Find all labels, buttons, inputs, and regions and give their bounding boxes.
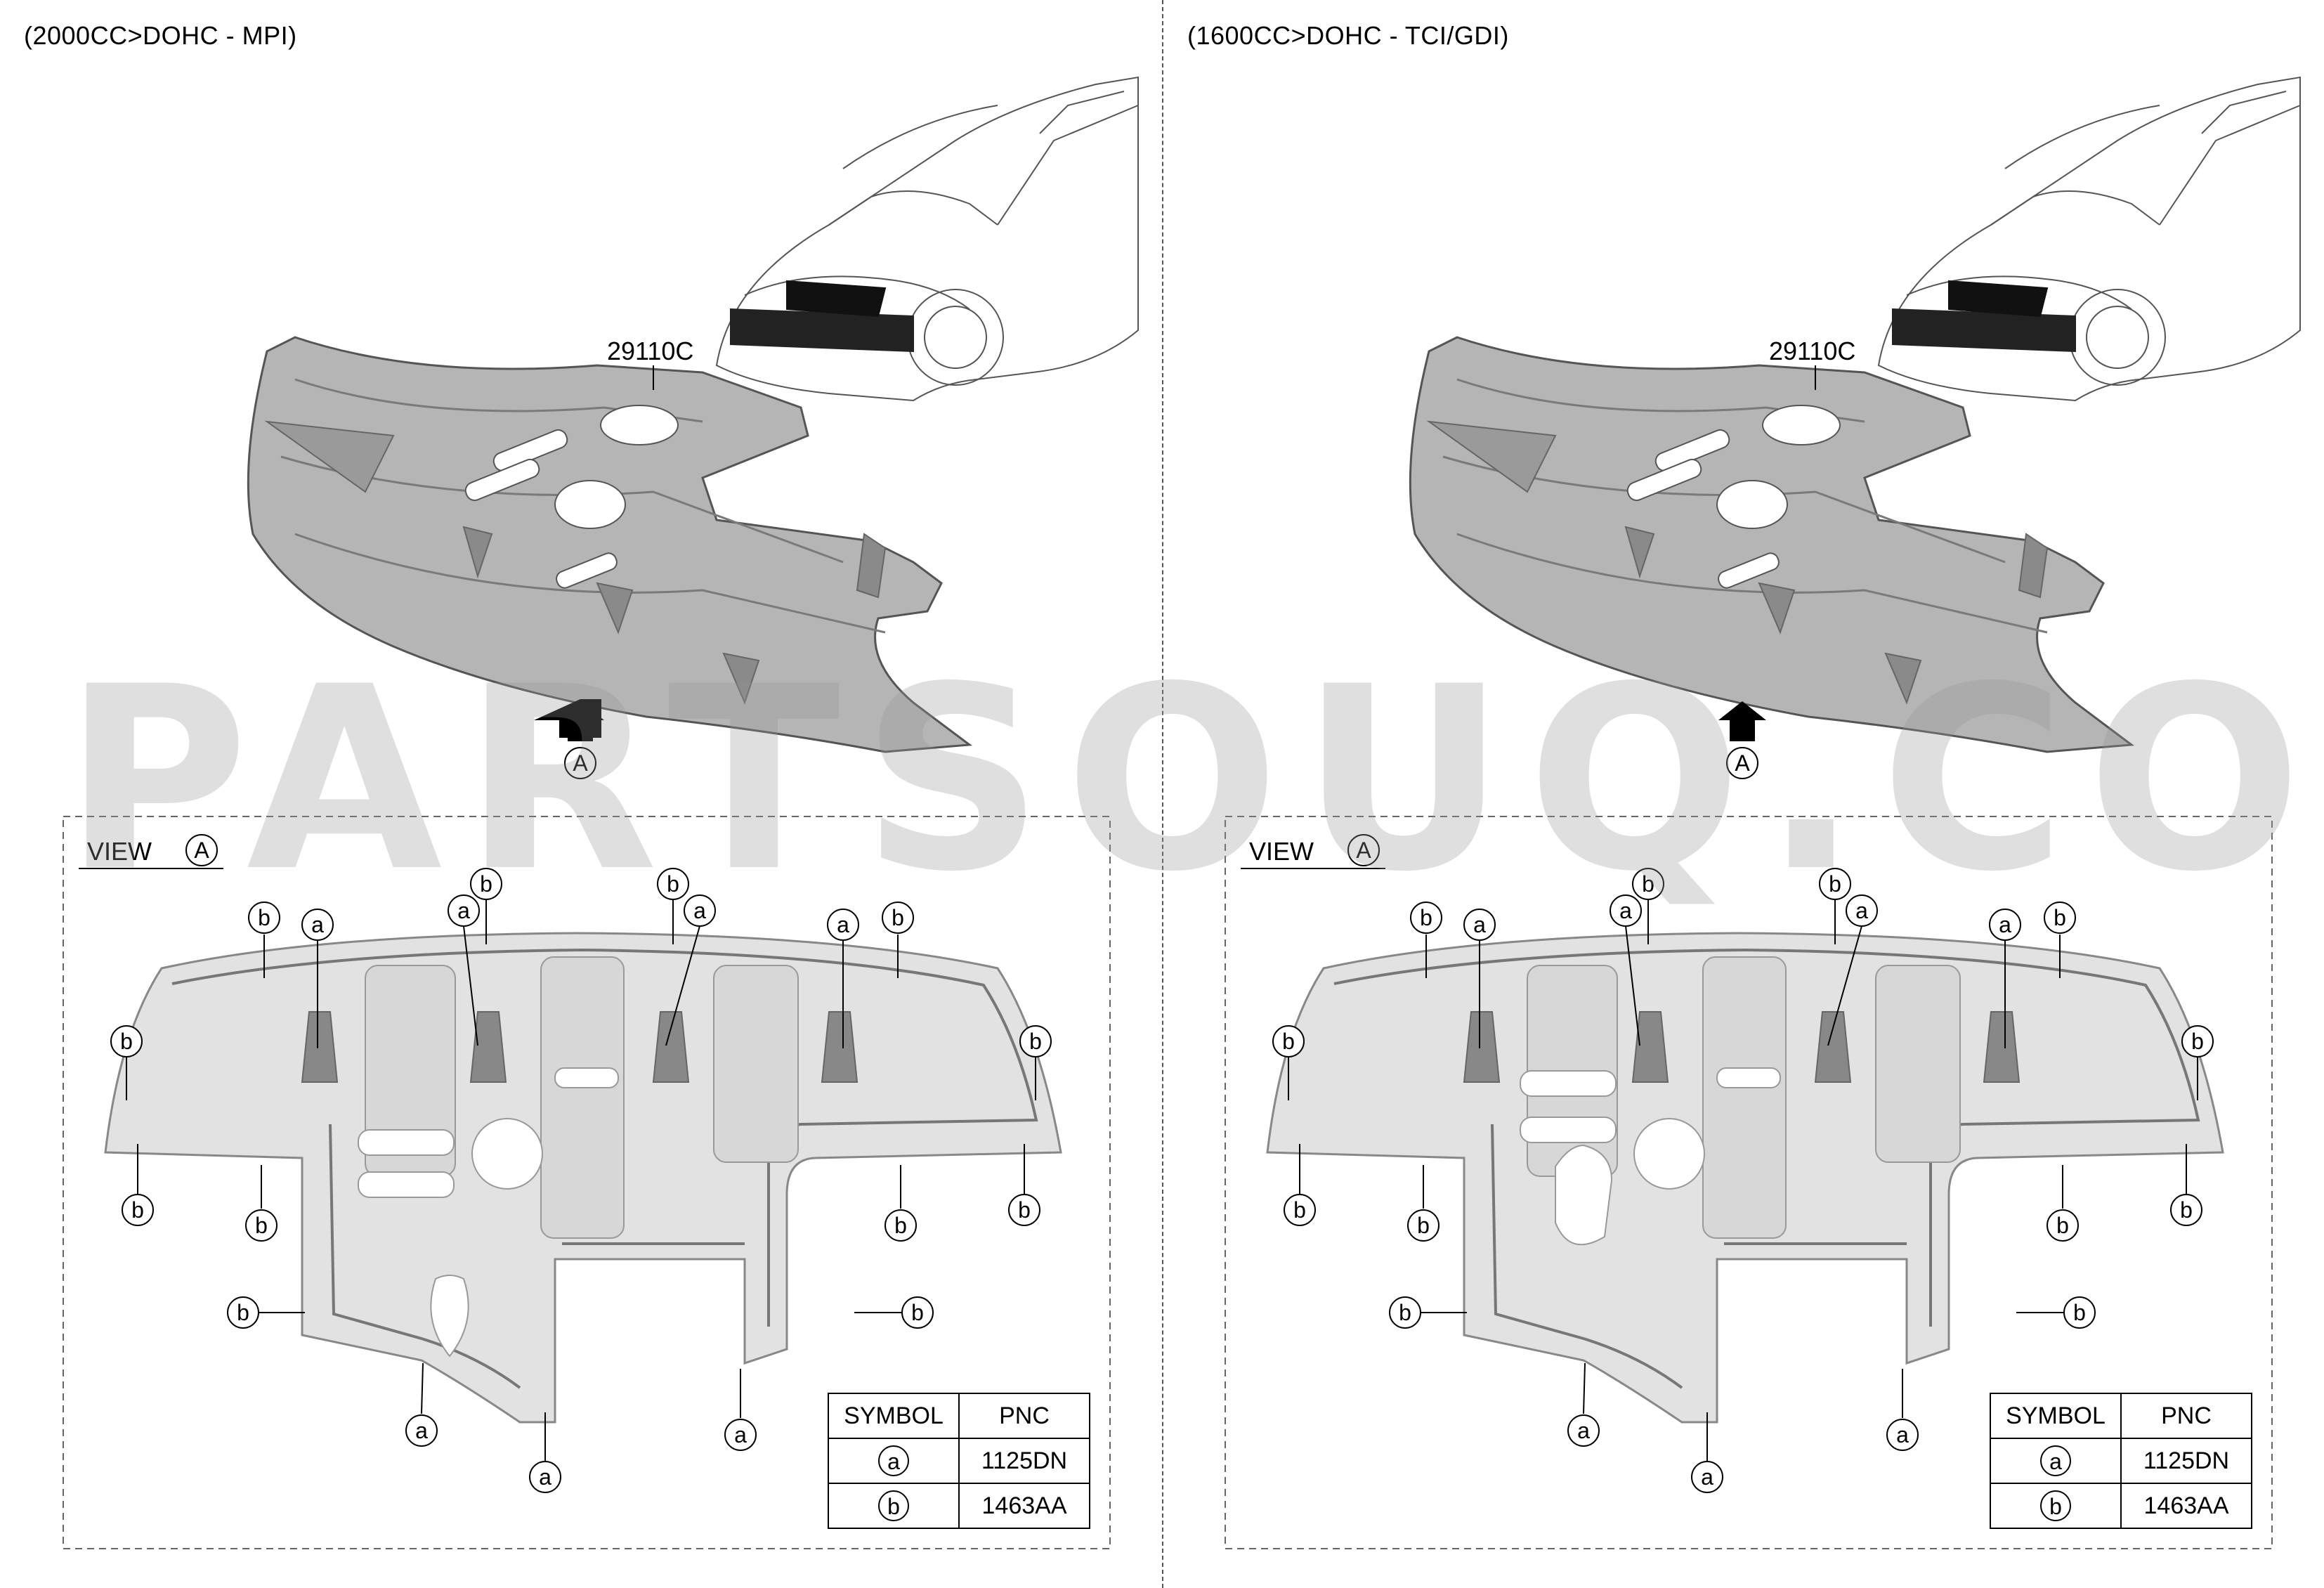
- table-header-row: SYMBOL PNC: [828, 1393, 1090, 1439]
- panel-2000cc: (2000CC>DOHC - MPI): [24, 21, 1139, 1549]
- callout-leaders: [1288, 899, 2198, 1462]
- callout-letters: b a a b b a a b b b b b b b b b a a a: [120, 871, 1042, 1490]
- part-number-label: 29110C: [607, 337, 693, 365]
- svg-text:a: a: [1896, 1422, 1909, 1447]
- svg-text:a: a: [539, 1464, 551, 1490]
- svg-text:b: b: [1642, 871, 1654, 897]
- svg-text:a: a: [837, 912, 849, 937]
- variant-title: (2000CC>DOHC - MPI): [24, 21, 297, 50]
- pnc-value[interactable]: 1463AA: [958, 1483, 1090, 1529]
- symbol-a: a: [2040, 1445, 2071, 1476]
- svg-text:b: b: [1293, 1197, 1306, 1223]
- panel-divider: [1162, 0, 1163, 1588]
- svg-text:a: a: [457, 898, 470, 923]
- symbol-pnc-table: SYMBOL PNC a 1125DN b 1463AA: [828, 1393, 1090, 1529]
- svg-text:b: b: [120, 1029, 133, 1054]
- svg-text:b: b: [1829, 871, 1841, 897]
- table-row: b 1463AA: [828, 1483, 1090, 1529]
- symbol-b: b: [2040, 1490, 2071, 1521]
- svg-text:b: b: [2073, 1300, 2086, 1325]
- undercover-iso: [247, 336, 973, 753]
- variant-title: (1600CC>DOHC - TCI/GDI): [1187, 21, 1509, 50]
- svg-text:b: b: [1417, 1213, 1430, 1238]
- panel-1600cc: (1600CC>DOHC - TCI/GDI): [1162, 0, 2324, 1588]
- header-pnc: PNC: [958, 1393, 1090, 1439]
- undercover-bottom-view: [1266, 932, 2224, 1424]
- svg-text:b: b: [258, 905, 270, 930]
- symbol-a: a: [878, 1445, 909, 1476]
- svg-text:b: b: [237, 1300, 249, 1325]
- svg-text:a: a: [1999, 912, 2011, 937]
- symbol-pnc-table: SYMBOL PNC a 1125DN b 1463AA: [1990, 1393, 2252, 1529]
- table-header-row: SYMBOL PNC: [1990, 1393, 2252, 1439]
- svg-text:b: b: [2180, 1197, 2193, 1223]
- svg-text:b: b: [2054, 905, 2066, 930]
- svg-text:a: a: [415, 1418, 428, 1443]
- svg-text:a: a: [1619, 898, 1632, 923]
- undercover-iso: [1409, 336, 2135, 753]
- header-symbol: SYMBOL: [828, 1393, 960, 1439]
- svg-text:b: b: [667, 871, 679, 897]
- view-symbol: A: [1356, 838, 1371, 863]
- view-arrow-symbol: A: [573, 750, 588, 776]
- svg-text:b: b: [255, 1213, 268, 1238]
- pnc-value[interactable]: 1125DN: [958, 1438, 1090, 1484]
- table-row: a 1125DN: [1990, 1438, 2252, 1484]
- header-pnc: PNC: [2120, 1393, 2252, 1439]
- svg-text:b: b: [1420, 905, 1432, 930]
- part-number-label: 29110C: [1769, 337, 1855, 365]
- svg-text:a: a: [734, 1422, 747, 1447]
- svg-text:a: a: [1473, 912, 1486, 937]
- svg-text:b: b: [1018, 1197, 1031, 1223]
- callout-letters: b a a b b a a b b b b b b b b b a a a: [1282, 871, 2204, 1490]
- table-row: a 1125DN: [828, 1438, 1090, 1484]
- svg-text:a: a: [1855, 898, 1868, 923]
- svg-text:b: b: [2191, 1029, 2204, 1054]
- view-arrow: [534, 699, 604, 779]
- pnc-value[interactable]: 1463AA: [2120, 1483, 2252, 1529]
- undercover-bottom-view: [104, 932, 1062, 1424]
- view-arrow: [1718, 701, 1766, 779]
- view-symbol: A: [194, 838, 209, 863]
- callout-circles: [1272, 868, 2214, 1493]
- view-arrow-symbol: A: [1735, 750, 1750, 776]
- callout-circles: [110, 868, 1052, 1493]
- table-row: b 1463AA: [1990, 1483, 2252, 1529]
- vehicle-outline: [715, 76, 1139, 402]
- svg-text:a: a: [1577, 1418, 1590, 1443]
- view-a-frame: [63, 816, 1111, 1549]
- svg-text:a: a: [311, 912, 324, 937]
- view-a-frame: [1225, 816, 2273, 1549]
- symbol-b: b: [878, 1490, 909, 1521]
- callout-leaders: [126, 899, 1036, 1462]
- vehicle-outline: [1877, 76, 2301, 402]
- diagram-illustration: b a a b b a a b b b b b b b b b a a a 29…: [1225, 76, 2301, 1549]
- svg-text:b: b: [911, 1300, 924, 1325]
- svg-text:b: b: [1282, 1029, 1295, 1054]
- svg-text:a: a: [693, 898, 706, 923]
- view-label: VIEW: [1249, 837, 1314, 866]
- svg-text:b: b: [2056, 1213, 2069, 1238]
- svg-text:b: b: [1029, 1029, 1042, 1054]
- diagram-illustration: b a a b b a a b b b b b b b b b a a a 29…: [63, 76, 1139, 1549]
- svg-text:b: b: [131, 1197, 144, 1223]
- svg-text:b: b: [892, 905, 904, 930]
- pnc-value[interactable]: 1125DN: [2120, 1438, 2252, 1484]
- header-symbol: SYMBOL: [1990, 1393, 2122, 1439]
- svg-text:a: a: [1701, 1464, 1713, 1490]
- svg-text:b: b: [1399, 1300, 1411, 1325]
- view-label: VIEW: [87, 837, 152, 866]
- svg-text:b: b: [894, 1213, 907, 1238]
- svg-text:b: b: [480, 871, 492, 897]
